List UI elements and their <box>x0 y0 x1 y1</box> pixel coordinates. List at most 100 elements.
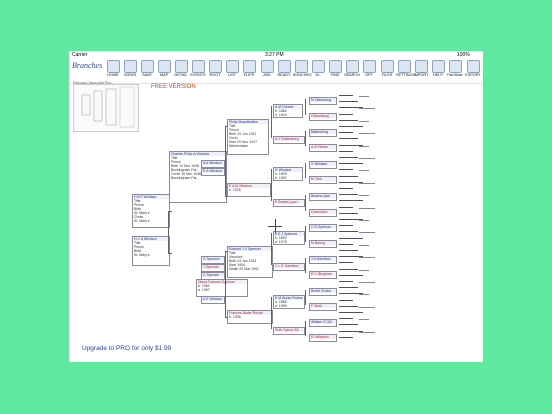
toolbar-ready-button[interactable]: READY <box>276 60 292 82</box>
carrier-label: Carrier <box>72 52 88 58</box>
upgrade-link[interactable]: Upgrade to PRO for only $1.99 <box>82 345 172 352</box>
toolbar-d-button[interactable]: D/- <box>310 60 326 82</box>
person-box[interactable]: Glücksburg <box>309 113 337 121</box>
ancestor-stub <box>339 101 358 103</box>
person-box[interactable]: Cavendish <box>309 209 337 217</box>
tree-connector <box>305 99 306 115</box>
person-detail: Title <box>229 251 236 255</box>
toolbar-flips-button[interactable]: FLIPS <box>241 60 257 82</box>
toolbar-export-button[interactable]: EXPORT <box>465 60 481 82</box>
ancestor-stub <box>359 306 375 308</box>
person-name: A of Greece <box>274 105 302 109</box>
toolbar-find-button[interactable]: FIND <box>327 60 343 82</box>
person-box[interactable]: M Baring <box>309 240 337 248</box>
person-name: A E J Spencer <box>274 232 304 236</box>
person-box[interactable]: F Work <box>309 303 337 311</box>
person-name: H C A Windsor <box>133 237 169 241</box>
tree-thumbnail[interactable] <box>73 84 139 132</box>
toolbar-search-button[interactable]: SEARCH <box>344 60 360 82</box>
person-box[interactable]: Bowes-Lyon <box>309 193 337 201</box>
toolbar-label: VIEWS <box>123 73 137 77</box>
ancestor-stub <box>339 181 363 183</box>
toolbar-famsear-button[interactable]: FamSear.. <box>447 60 465 82</box>
person-box[interactable]: A A Windsor <box>201 160 225 168</box>
person-box[interactable]: A E Windsor <box>201 296 225 304</box>
person-detail: Birth <box>134 207 142 211</box>
ancestor-stub <box>339 287 358 289</box>
person-box[interactable]: E Bowes-Lyon <box>273 199 305 207</box>
clock: 3:27 PM <box>265 52 284 58</box>
ask-icon <box>260 60 274 73</box>
toolbar-save-button[interactable]: SAVE <box>139 60 155 82</box>
toolbar-label: ASK <box>263 73 271 77</box>
person-box[interactable]: G Windsor <box>309 161 337 169</box>
toolbar-map-button[interactable]: MAP <box>156 60 172 82</box>
ancestor-stub <box>359 195 369 197</box>
person-detail: Title <box>171 156 178 160</box>
person-box[interactable]: William S Gill <box>309 319 337 327</box>
person-box[interactable]: R C Bingham <box>309 271 337 279</box>
person-box[interactable]: A V Battenberg <box>273 136 305 144</box>
ancestor-stub <box>339 150 353 152</box>
toolbar-help-button[interactable]: HELP <box>430 60 446 82</box>
person-box[interactable]: G Spencer <box>201 256 225 264</box>
toolbar-label: LIST <box>227 73 237 77</box>
person-box[interactable]: A of Hesse <box>309 144 337 152</box>
person-box[interactable]: M Teck <box>309 176 337 184</box>
person-box[interactable]: C L E Hamilton <box>273 263 305 271</box>
person-name: Glücksburg <box>310 114 336 118</box>
person-detail: Prince <box>134 245 144 249</box>
ancestor-stub <box>339 281 353 282</box>
ancestor-stub <box>359 108 375 110</box>
tree-connector <box>225 251 226 317</box>
toolbar-label: FamSear.. <box>447 73 465 77</box>
person-box[interactable]: Burke Roche <box>309 288 337 296</box>
person-box[interactable]: C R Spencer <box>309 224 337 232</box>
person-box[interactable]: C Spencer <box>201 272 225 280</box>
toolbar-bunches-button[interactable]: BUNCHES <box>293 60 312 82</box>
toolbar-import-button[interactable]: IMPORT <box>413 60 429 82</box>
toolbar-off-button[interactable]: OFF <box>361 60 377 82</box>
tree-connector <box>271 169 272 201</box>
person-detail: Prince <box>134 203 144 207</box>
person-box[interactable]: E A Windsor <box>201 168 225 176</box>
toolbar-ask-button[interactable]: ASK <box>259 60 275 82</box>
toolbar-label: HOME <box>107 73 119 77</box>
person-box[interactable]: J A Hamilton <box>309 256 337 264</box>
toolbar-home-button[interactable]: HOME <box>105 60 121 82</box>
person-box[interactable]: M Oldenburg <box>309 97 337 105</box>
toolbar-files-button[interactable]: FILES <box>379 60 395 82</box>
person-name: E M Burke Roche <box>274 296 304 300</box>
ancestor-stub <box>339 175 358 177</box>
battery-label: 100% <box>457 52 470 58</box>
person-name: A of Hesse <box>310 145 336 149</box>
person-name: Diana Frances Spencer <box>197 280 247 284</box>
person-box[interactable]: Ruth Sylvia Gill <box>273 327 305 335</box>
toolbar-detail-button[interactable]: DETAIL <box>173 60 189 82</box>
toolbar-settings-button[interactable]: SETTINGS <box>396 60 415 82</box>
ancestor-stub <box>359 269 369 271</box>
off-icon <box>362 60 376 73</box>
toolbar-root-button[interactable]: ROOT <box>207 60 223 82</box>
tree-connector <box>168 211 169 253</box>
person-box[interactable]: R Littlejohn <box>309 334 337 342</box>
toolbar-events-button[interactable]: EVENTS <box>190 60 206 82</box>
ancestor-stub <box>339 237 363 239</box>
person-box[interactable]: J Spencer <box>201 264 225 272</box>
toolbar-list-button[interactable]: LIST <box>224 60 240 82</box>
toolbar-views-button[interactable]: VIEWS <box>122 60 138 82</box>
person-detail: Westminster <box>229 144 249 148</box>
person-box[interactable]: Battenberg <box>309 129 337 137</box>
